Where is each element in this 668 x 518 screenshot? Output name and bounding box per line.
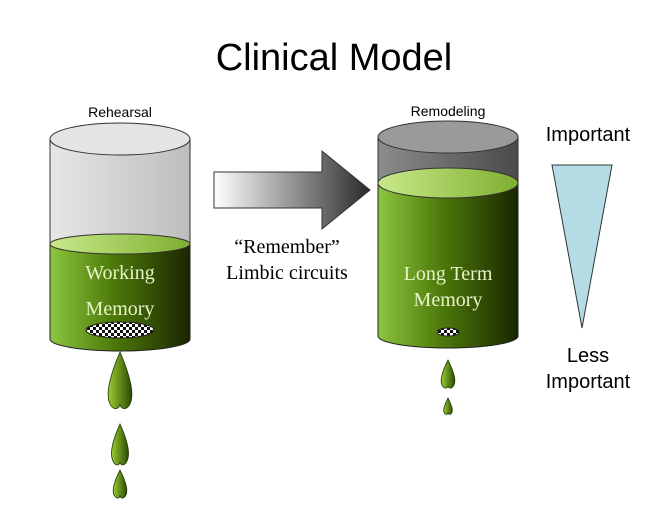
arrow-caption-line1: “Remember” [234, 236, 340, 258]
transfer-arrow [213, 149, 371, 231]
remodeling-label: Remodeling [410, 103, 486, 119]
right-cylinder [377, 120, 519, 349]
drop-2 [111, 423, 129, 466]
rehearsal-label: Rehearsal [88, 104, 152, 120]
arrow-caption-line2: Limbic circuits [226, 262, 348, 284]
drop-1 [107, 350, 133, 410]
left-cylinder [49, 122, 191, 352]
drop-4 [440, 359, 456, 389]
leak-hole-large [85, 321, 155, 339]
right-drops [440, 359, 456, 415]
important-label: Important [545, 124, 631, 146]
working-memory-line1: Working [85, 262, 155, 284]
working-memory-line2: Memory [85, 298, 155, 320]
drop-3 [112, 469, 128, 499]
left-drops [107, 350, 133, 499]
long-term-memory-line1: Long Term [403, 263, 493, 285]
importance-triangle [551, 164, 613, 329]
leak-hole-small [436, 327, 460, 337]
less-important-line2: Important [545, 371, 631, 393]
page-title: Clinical Model [215, 37, 453, 79]
long-term-memory-line2: Memory [413, 289, 483, 311]
drop-5 [443, 397, 453, 415]
less-important-line1: Less [566, 345, 610, 367]
